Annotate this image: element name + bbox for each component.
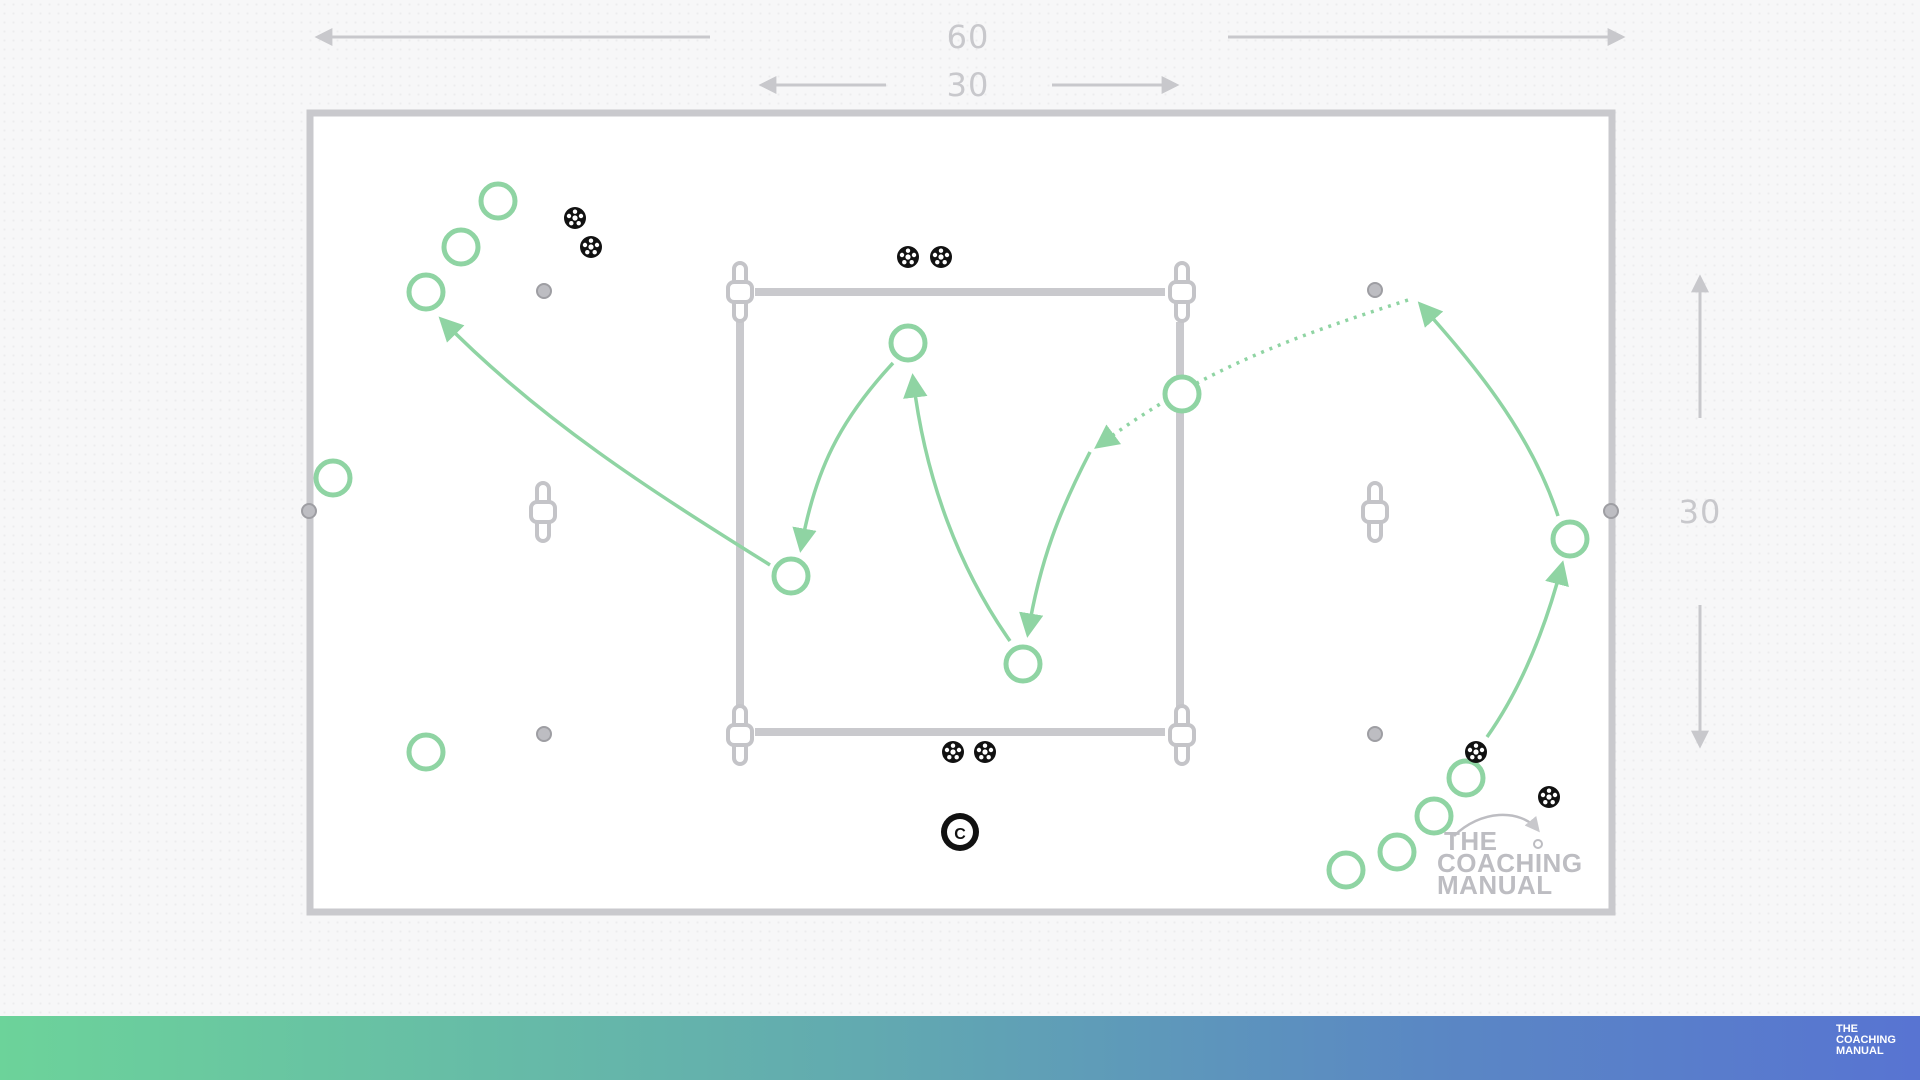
ball-icon: [897, 246, 919, 268]
ball-icon: [930, 246, 952, 268]
player-marker-icon: [1414, 796, 1454, 836]
coach-label: C: [954, 826, 966, 843]
ball-icon: [580, 236, 602, 258]
dimension-30-top: 30: [758, 66, 1180, 104]
player-marker-icon: [1326, 850, 1366, 890]
player-marker-icon: [313, 458, 353, 498]
cone-icon: [1603, 503, 1619, 519]
cone-icon: [1367, 282, 1383, 298]
logo-word-the: THE: [1444, 826, 1498, 856]
cone-icon: [1367, 726, 1383, 742]
footer-logo-manual: MANUAL: [1836, 1045, 1884, 1057]
footer-logo-the: THE: [1836, 1023, 1858, 1035]
footer-logo: THE COACHING MANUAL: [1836, 1024, 1908, 1057]
pass-arrow: [1485, 560, 1569, 739]
pass-arrow: [903, 373, 1012, 643]
pass-arrows: [438, 298, 1569, 739]
dimension-30-top-label: 30: [947, 66, 990, 104]
ball-icon: [974, 741, 996, 763]
pitch-boundary: [306, 109, 1616, 916]
pass-arrow: [1019, 451, 1092, 638]
players: [313, 181, 1590, 890]
logo-word-coaching: COACHING: [1437, 848, 1583, 878]
player-marker-icon: [1003, 644, 1043, 684]
player-marker-icon: [1550, 519, 1590, 559]
dimension-30-right: 30: [1679, 274, 1722, 749]
player-marker-icon: [888, 323, 928, 363]
cone-icon: [536, 283, 552, 299]
player-marker-icon: [478, 181, 518, 221]
pass-arrow: [438, 316, 771, 567]
player-marker-icon: [406, 732, 446, 772]
logo-swoosh-icon: [1453, 813, 1540, 837]
player-marker-icon: [1377, 832, 1417, 872]
ball-icon: [1465, 741, 1487, 763]
cone-icon: [536, 726, 552, 742]
footer-logo-coaching: COACHING: [1836, 1034, 1896, 1046]
coaching-manual-watermark: THE COACHING MANUAL: [1437, 813, 1583, 900]
ball-icon: [564, 207, 586, 229]
dimension-60-label: 60: [947, 18, 990, 56]
player-marker-icon: [1446, 758, 1486, 798]
player-marker-icon: [771, 556, 811, 596]
player-marker-icon: [441, 227, 481, 267]
logo-word-manual: MANUAL: [1437, 870, 1553, 900]
cone-icon: [301, 503, 317, 519]
pass-arrow: [1417, 301, 1560, 517]
dimension-60: 60: [314, 18, 1626, 56]
ball-icon: [1538, 786, 1560, 808]
player-marker-icon: [406, 272, 446, 312]
ball-icon: [942, 741, 964, 763]
footer-gradient-bar: THE COACHING MANUAL: [0, 1016, 1920, 1080]
pass-arrow: [792, 361, 895, 553]
coach-icon: C: [941, 813, 979, 851]
run-arrow-dotted: [1094, 298, 1409, 449]
dimension-30-right-label: 30: [1679, 493, 1722, 531]
player-marker-icon: [1162, 374, 1202, 414]
